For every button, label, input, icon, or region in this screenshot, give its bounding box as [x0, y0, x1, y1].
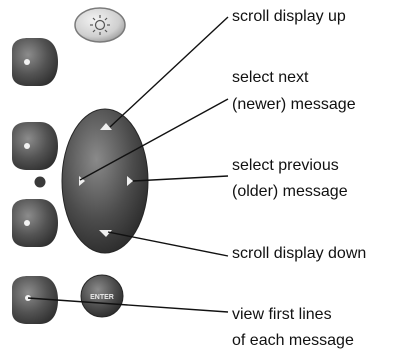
label-scroll-down: scroll display down	[232, 245, 367, 262]
triangle-right-icon[interactable]	[127, 176, 133, 186]
label-select-next-line2: (newer) message	[232, 96, 356, 113]
leader-scroll-down	[107, 231, 229, 257]
enter-button[interactable]: ENTER	[80, 274, 124, 318]
soft-key-1-dot	[24, 59, 30, 65]
soft-key-2[interactable]	[12, 122, 58, 170]
soft-key-3-dot	[24, 220, 30, 226]
triangle-left-icon[interactable]	[79, 176, 85, 186]
leader-scroll-up	[109, 16, 229, 128]
label-view-first-lines-line2: of each message	[232, 332, 354, 349]
label-select-previous-line1: select previous	[232, 157, 339, 174]
label-scroll-up: scroll display up	[232, 8, 346, 25]
sun-icon	[90, 15, 110, 35]
leader-select-previous	[132, 175, 229, 182]
label-view-first-lines-line1: view first lines	[232, 306, 332, 323]
label-select-next-line1: select next	[232, 69, 309, 86]
soft-key-1[interactable]	[12, 38, 58, 86]
leader-lines	[27, 16, 229, 313]
soft-key-3[interactable]	[12, 199, 58, 247]
indicator-dot	[34, 176, 46, 188]
soft-key-2-dot	[24, 143, 30, 149]
leader-select-next	[79, 98, 229, 181]
brightness-button[interactable]	[74, 7, 126, 43]
triangle-up-icon[interactable]	[100, 123, 112, 130]
enter-button-label: ENTER	[90, 294, 114, 301]
leader-view-first-lines	[27, 297, 229, 313]
label-select-previous-line2: (older) message	[232, 183, 348, 200]
